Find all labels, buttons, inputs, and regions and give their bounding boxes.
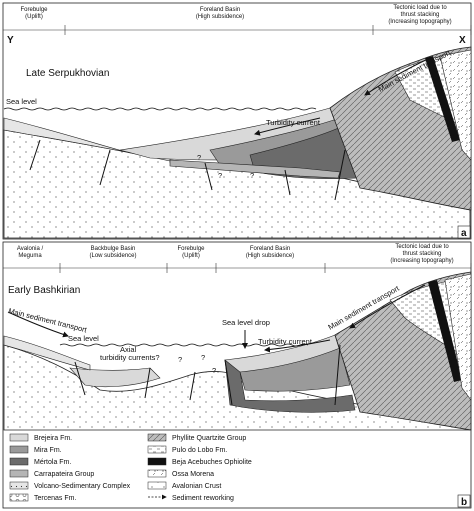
legend-label-pulo-lobo: Pulo do Lobo Fm. [172,447,227,454]
qmark-b-1: ? [178,355,182,364]
legend-label-tercenas: Tercenas Fm. [34,495,76,502]
transport-arrow-b-right [349,284,426,329]
panel-b: Avalonia / Meguma Backbulge Basin (Low s… [2,241,472,509]
sea-level-drop-label: Sea level drop [222,318,270,327]
panel-a-header [3,25,472,35]
turbidity-label-b: Turbidity current [258,337,313,346]
legend-label-ossa-morena: Ossa Morena [172,471,214,478]
legend-item-ossa-morena: Ossa Morena [147,469,214,478]
qmark-b-3: ? [212,366,216,375]
legend-label-volcano-sedimentary: Volcano-Sedimentary Complex [34,483,131,490]
turbidity-arrow-b [264,339,331,353]
axial-label-line2: turbidity currents? [100,353,160,362]
turbidity-label-a: Turbidity current [266,118,321,127]
panel-a: Forebulge (Uplift) Foreland Basin (High … [2,2,472,240]
header-forebulge-line1: Forebulge [20,7,48,13]
qmark-b-2: ? [201,353,205,362]
mertola-wedge-b [224,359,356,413]
panel-b-header [3,263,472,273]
header-tectonic-line1: Tectonic load due to [393,5,447,11]
legend-label-mira: Mira Fm. [34,447,62,454]
legend-label-carrapateira: Carrapateira Group [34,471,94,478]
legend-item-mertola: Mértola Fm. [9,457,71,466]
legend-item-tercenas: Tercenas Fm. [9,493,76,502]
legend-item-volcano-sedimentary: Volcano-Sedimentary Complex [9,481,131,490]
ossa-morena-a [439,49,472,161]
sea-level-label-a: Sea level [6,97,37,106]
turbidity-arrow-a [254,117,321,136]
qmark-a-1: ? [197,153,201,162]
header-forebulge-b-line2: (Uplift) [182,253,200,259]
ossa-morena-b [444,273,472,401]
header-foreland-b-line2: (High subsidence) [246,253,294,259]
header-tectonic-line2: thrust stacking [401,12,440,18]
legend-item-sediment-reworking: Sediment reworking [148,494,234,502]
qmark-a-3: ? [250,171,254,180]
qmark-a-2: ? [218,171,222,180]
header-forebulge-line2: (Uplift) [25,14,43,20]
legend-label-brejeira: Brejeira Fm. [34,435,72,442]
header-foreland-line2: (High subsidence) [196,14,244,20]
legend-label-avalonian-crust: Avalonian Crust [172,483,221,490]
header-backbulge-line2: (Low subsidence) [89,253,136,259]
header-tectonic-b-line2: thrust stacking [403,251,442,257]
legend-label-mertola: Mértola Fm. [34,459,71,466]
panel-a-title: Late Serpukhovian [26,68,109,79]
section-end-y: Y [7,35,14,46]
header-foreland-b-line1: Foreland Basin [250,246,290,252]
faults-a [29,139,346,201]
shelf-layer-b [3,335,91,371]
legend: Brejeira Fm. Mira Fm. Mértola Fm. Carrap… [9,433,252,502]
header-foreland-line1: Foreland Basin [200,7,240,13]
backbulge-fill-b [69,367,161,388]
legend-item-phyllite: Phyllite Quartzite Group [147,433,246,442]
legend-item-mira: Mira Fm. [9,445,62,454]
header-avalonia-line1: Avalonia / [17,246,44,252]
legend-label-ophiolite: Beja Acebuches Ophiolite [172,459,252,466]
legend-item-pulo-lobo: Pulo do Lobo Fm. [147,445,227,454]
transport-arrow-b-left [7,311,69,338]
header-tectonic-b-line1: Tectonic load due to [395,244,449,250]
legend-label-sediment-reworking: Sediment reworking [172,495,234,502]
panel-letter-b: b [461,497,467,508]
panel-b-title: Early Bashkirian [8,285,80,296]
header-avalonia-line2: Meguma [18,253,42,259]
carrapateira-layer-a [169,159,341,179]
legend-label-phyllite: Phyllite Quartzite Group [172,435,246,442]
legend-item-ophiolite: Beja Acebuches Ophiolite [147,457,252,466]
header-tectonic-line3: (Increasing topography) [388,19,451,25]
mira-wedge-b [239,347,351,392]
section-end-x: X [459,35,466,46]
sea-level-a [3,107,317,111]
sea-level-label-b: Sea level [68,334,99,343]
panel-letter-a: a [461,228,467,239]
legend-item-brejeira: Brejeira Fm. [9,433,72,442]
header-forebulge-b-line1: Forebulge [177,246,205,252]
transport-arrow-a [364,57,431,96]
header-tectonic-b-line3: (Increasing topography) [390,258,453,264]
axial-label-line1: Axial [120,345,137,354]
header-backbulge-line1: Backbulge Basin [91,246,136,252]
legend-item-avalonian-crust: Avalonian Crust [147,481,221,490]
sea-level-b [59,343,309,347]
ophiolite-band-b [428,280,462,382]
legend-item-carrapateira: Carrapateira Group [9,469,94,478]
faults-b [74,344,341,406]
ophiolite-band-a [425,56,460,142]
